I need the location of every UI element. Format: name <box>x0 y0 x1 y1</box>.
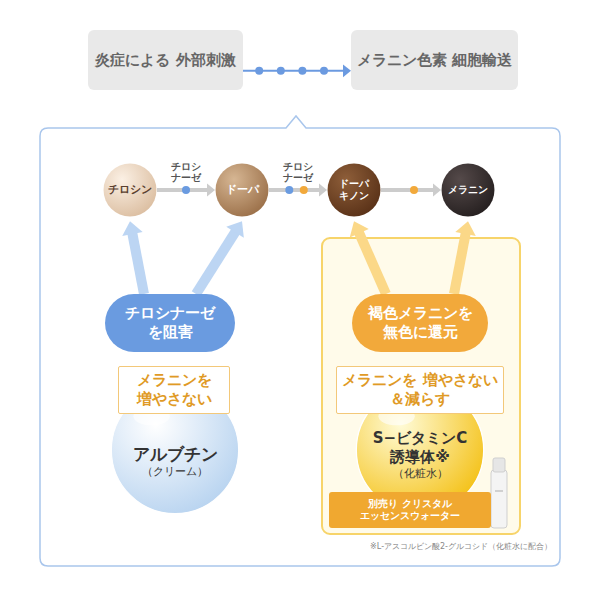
process-box: メラニン色素 細胞輸送 <box>351 30 518 90</box>
connector <box>381 184 441 197</box>
node-subtext: （化粧水） <box>393 467 448 481</box>
substance-circle: ドーパ キノン <box>327 163 381 217</box>
effect-box: メラニンを 増やさない＆減らす <box>336 366 504 414</box>
substance-circle: チロシン <box>103 163 157 217</box>
edge-label: チロシ ナーゼ <box>168 162 204 184</box>
connector <box>196 221 244 294</box>
effect-box: メラニンを 増やさない <box>118 366 230 414</box>
bottle-picture <box>491 458 507 528</box>
node-text: 褐色メラニンを 無色に還元 <box>360 304 480 342</box>
substance-circle: メラニン <box>441 163 495 217</box>
connector <box>157 184 215 197</box>
node-text: S−ビタミンC 誘導体※ <box>367 429 473 467</box>
product-band: 別売り クリスタル エッセンスウォーター <box>329 492 491 528</box>
highlight-panel <box>322 238 520 534</box>
footnote: ※L-アスコルビン酸2-グルコシド（化粧水に配合） <box>370 542 552 551</box>
edge-label: チロシ ナーゼ <box>280 162 316 184</box>
node-text: チロシナーゼ を阻害 <box>115 304 225 342</box>
action-pill: チロシナーゼ を阻害 <box>105 294 235 352</box>
connector <box>243 64 351 77</box>
node-text: メラニン <box>448 184 488 197</box>
process-box: 炎症による 外部刺激 <box>88 30 243 90</box>
node-text: ドーパ キノン <box>334 178 374 203</box>
panel-outline <box>40 116 560 566</box>
action-pill: 褐色メラニンを 無色に還元 <box>352 294 488 352</box>
node-text: 炎症による 外部刺激 <box>95 51 235 70</box>
node-text: アルブチン <box>133 444 218 465</box>
node-text: ドーパ <box>226 183 259 197</box>
node-text: メラニンを 増やさない <box>124 371 224 409</box>
node-text: 別売り クリスタル エッセンスウォーター <box>335 498 485 523</box>
node-subtext: （クリーム） <box>142 465 208 479</box>
connector <box>269 184 327 197</box>
substance-circle: ドーパ <box>215 163 269 217</box>
connector <box>350 221 386 294</box>
connector <box>122 221 144 294</box>
node-text: チロシン <box>108 183 152 197</box>
node-text: メラニンを 増やさない＆減らす <box>342 371 498 409</box>
connector <box>454 221 476 294</box>
node-text: メラニン色素 細胞輸送 <box>357 51 512 70</box>
